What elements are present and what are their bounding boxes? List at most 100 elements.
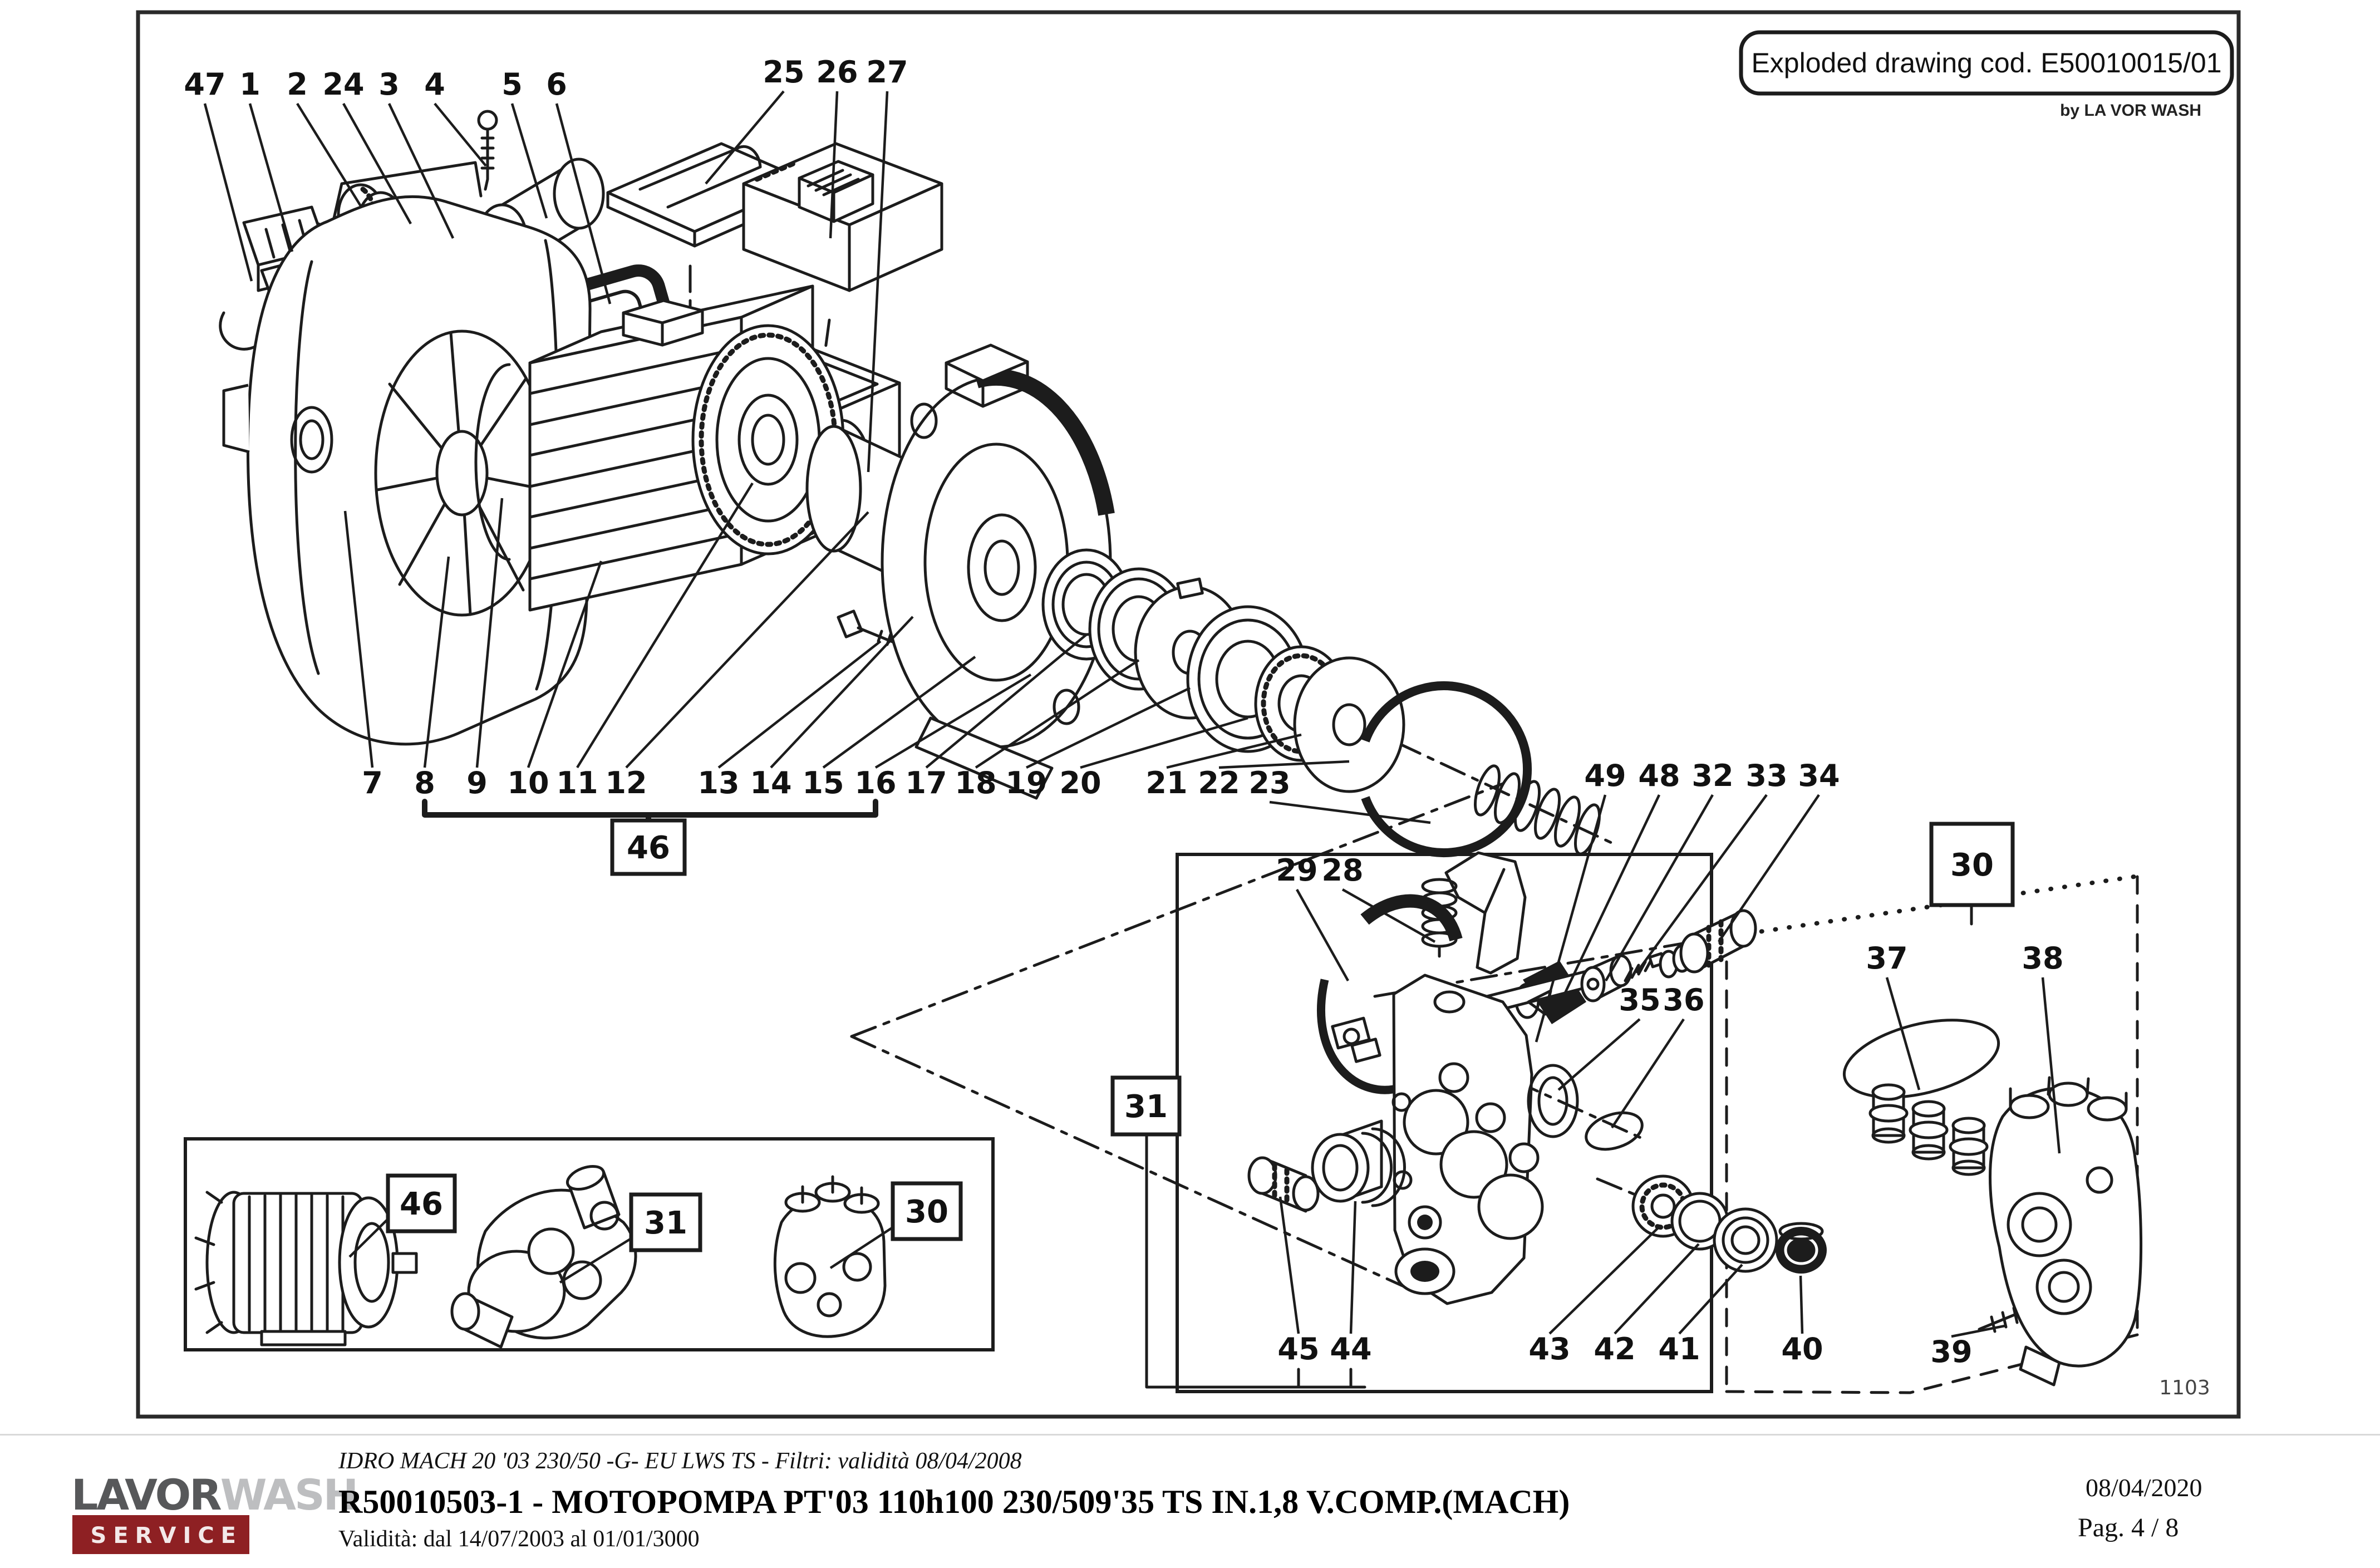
o-ring-36-drawing [1585, 1111, 1644, 1151]
leader-line-33 [1635, 794, 1768, 974]
leader-line-38 [2041, 977, 2061, 1154]
leader-line-22 [1218, 760, 1350, 769]
part-label-12: 12 [605, 765, 647, 800]
leader-line-27 [867, 91, 889, 473]
leader-line-39 [1951, 1324, 2005, 1338]
leader-line-10 [527, 561, 603, 768]
valve-caps-37-drawing [1842, 1019, 2000, 1176]
leader-line-25 [705, 90, 785, 185]
leader-line-45 [1278, 1196, 1300, 1334]
footer-page-number: Pag. 4 / 8 [2078, 1513, 2179, 1542]
part-label-20: 20 [1059, 765, 1101, 800]
byline-text: by LA VOR WASH [2060, 101, 2201, 120]
footer-model-line: IDRO MACH 20 '03 230/50 -G- EU LWS TS - … [338, 1448, 1022, 1474]
leader-line-28 [1341, 888, 1436, 943]
boxed-label-31 [629, 1192, 702, 1252]
part-label-38: 38 [2022, 941, 2063, 976]
part-label-19: 19 [1005, 765, 1047, 800]
part-label-47: 47 [184, 67, 225, 102]
part-label-4: 4 [424, 67, 445, 102]
part-label-41: 41 [1658, 1331, 1700, 1367]
bolt-13-drawing [837, 609, 923, 655]
part-label-2: 2 [287, 67, 308, 102]
boxed-label-text-30: 30 [1950, 847, 1994, 883]
boxed-label-text-31: 31 [1124, 1089, 1168, 1125]
snap-ring-23-drawing [1361, 681, 1532, 857]
part-label-23: 23 [1248, 765, 1290, 800]
boxed-label-text-30: 30 [905, 1194, 948, 1230]
part-label-40: 40 [1781, 1331, 1823, 1367]
part-label-24: 24 [322, 67, 364, 102]
part-label-27: 27 [866, 55, 908, 90]
boxed-label-31 [1110, 1075, 1182, 1137]
part-label-48: 48 [1638, 758, 1680, 793]
leader-line-14 [770, 616, 914, 769]
leader-line-35 [1557, 1018, 1641, 1091]
leader-line-37 [1885, 977, 1921, 1090]
retaining-ring-drawing [474, 363, 511, 561]
leader-line-12 [625, 511, 869, 769]
boxed-label-text-46: 46 [400, 1186, 443, 1222]
part-label-6: 6 [546, 67, 567, 102]
part-label-7: 7 [362, 765, 383, 800]
leader-line-17 [925, 633, 1088, 769]
part-label-17: 17 [905, 765, 947, 800]
leader-line-5 [510, 103, 548, 219]
footer-divider [0, 1434, 2380, 1436]
part-label-21: 21 [1145, 765, 1187, 800]
leader-line-24 [342, 102, 412, 225]
leader-line-34 [1718, 794, 1820, 943]
pump-flange-drawing [881, 343, 1115, 800]
part-label-49: 49 [1584, 758, 1626, 793]
part-label-1: 1 [239, 67, 260, 102]
leader-line-21 [1166, 733, 1302, 769]
footer: LAVORWASH SERVICE IDRO MACH 20 '03 230/5… [71, 1448, 2202, 1554]
footer-validity-line: Validità: dal 14/07/2003 al 01/01/3000 [338, 1526, 700, 1552]
leader-line-11 [576, 482, 754, 769]
coupling-34-drawing [1659, 909, 1757, 979]
leader-line-41 [1678, 1264, 1743, 1335]
part-label-39: 39 [1930, 1334, 1972, 1369]
part-label-3: 3 [378, 67, 400, 102]
leader-line-box-31 [559, 1237, 632, 1284]
part-label-8: 8 [414, 765, 435, 800]
logo-wordmark: LAVORWASH [71, 1470, 357, 1520]
bracket-44-45 [1145, 1134, 1366, 1389]
leader-line-20 [1080, 716, 1248, 769]
drawing-code-title: Exploded drawing cod. E50010015/01 [1751, 47, 2221, 78]
leader-line-1 [248, 103, 294, 252]
part-label-35: 35 [1619, 982, 1660, 1018]
part-label-22: 22 [1198, 765, 1240, 800]
part-label-18: 18 [955, 765, 996, 800]
part-label-32: 32 [1691, 758, 1733, 793]
leader-line-43 [1548, 1226, 1660, 1335]
boxed-label-text-46: 46 [627, 830, 670, 866]
boxed-label-text-31: 31 [644, 1205, 687, 1241]
leader-line-box-30 [829, 1226, 894, 1269]
boxed-label-46 [610, 818, 687, 876]
leader-line-44 [1349, 1201, 1357, 1334]
part-label-44: 44 [1330, 1331, 1371, 1367]
leader-line-36 [1611, 1018, 1685, 1129]
manifold-38-drawing [1989, 1076, 2143, 1387]
mini-head-drawing [773, 1175, 887, 1338]
leader-line-8 [423, 556, 450, 768]
sheet-number: 1103 [2159, 1377, 2210, 1399]
leader-line-15 [822, 656, 976, 769]
leader-line-48 [1561, 794, 1661, 998]
mini-motor-drawing [194, 1191, 418, 1346]
leader-line-47 [203, 103, 253, 282]
leader-line-13 [717, 640, 882, 769]
leader-line-19 [1026, 686, 1191, 769]
inlet-port-44-drawing [1311, 1119, 1406, 1207]
boxed-label-46 [386, 1173, 457, 1233]
part-label-42: 42 [1594, 1331, 1635, 1367]
part-label-26: 26 [816, 55, 858, 90]
footer-title-line: R50010503-1 - MOTOPOMPA PT'03 110h100 23… [338, 1483, 1570, 1520]
fan-drawing [374, 330, 550, 617]
part-label-33: 33 [1745, 758, 1787, 793]
pump-body-drawing [1391, 974, 1544, 1305]
